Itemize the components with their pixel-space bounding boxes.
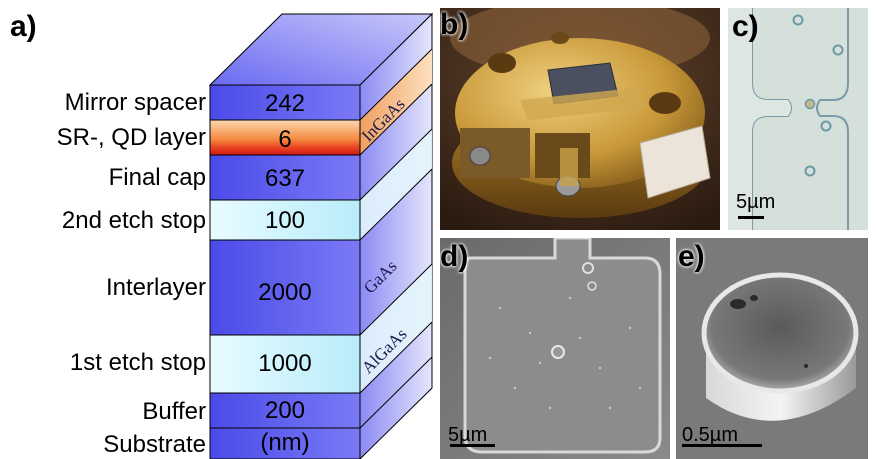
layer-value-buffer: 200 <box>264 397 306 424</box>
scale-label-c: 5µm <box>736 191 776 213</box>
stack-side-ingaas <box>360 49 432 155</box>
panel-label-c: c) <box>732 10 759 43</box>
sample-holder-illustration <box>440 8 720 230</box>
layer-etch-stop-2 <box>209 199 361 241</box>
sem-pillar-illustration <box>676 238 868 459</box>
sem-image-pillar <box>676 238 868 459</box>
scale-label-e: 0.5µm <box>682 424 738 446</box>
optical-micrograph-illustration <box>728 8 868 230</box>
panel-label-a: a) <box>10 10 37 43</box>
layer-value-final-cap: 637 <box>264 165 306 192</box>
layer-name-final-cap: Final cap <box>108 164 206 191</box>
stack-side-etch1 <box>360 264 432 393</box>
layer-value-etch-stop-2: 100 <box>264 207 306 234</box>
layer-name-substrate: Substrate <box>103 431 206 458</box>
layer-stack-diagram <box>208 12 434 459</box>
stack-side-etch2 <box>360 129 432 240</box>
scale-bar-e <box>682 444 762 447</box>
sample-holder-photo <box>440 8 720 230</box>
sem-image-mesa <box>440 238 670 459</box>
layer-mirror-spacer <box>209 84 361 121</box>
layer-name-etch-stop-1: 1st etch stop <box>69 349 206 376</box>
layer-final-cap <box>209 154 361 201</box>
layer-value-qd: 6 <box>278 126 292 153</box>
layer-name-etch-stop-2: 2nd etch stop <box>61 207 206 234</box>
layer-substrate <box>209 427 361 459</box>
panel-label-d: d) <box>440 240 469 273</box>
layer-name-qd: SR-, QD layer <box>56 124 206 151</box>
layer-qd <box>209 119 361 156</box>
layer-etch-stop-1 <box>209 334 361 394</box>
panel-label-b: b) <box>440 8 469 41</box>
layer-name-buffer: Buffer <box>142 398 206 425</box>
optical-micrograph <box>728 8 868 230</box>
layer-name-interlayer: Interlayer <box>105 274 206 301</box>
layer-interlayer <box>209 239 361 336</box>
scale-label-d: 5µm <box>448 424 488 446</box>
scale-bar-d <box>450 444 495 447</box>
panel-label-e: e) <box>678 240 705 273</box>
layer-value-etch-stop-1: 1000 <box>258 350 312 377</box>
layer-buffer <box>209 392 361 429</box>
layer-value-interlayer: 2000 <box>258 279 312 306</box>
layer-value-mirror-spacer: 242 <box>264 90 306 117</box>
sem-mesa-illustration <box>440 238 670 459</box>
layer-name-mirror-spacer: Mirror spacer <box>64 89 206 116</box>
layer-value-substrate: (nm) <box>260 429 310 456</box>
scale-bar-c <box>738 216 764 219</box>
